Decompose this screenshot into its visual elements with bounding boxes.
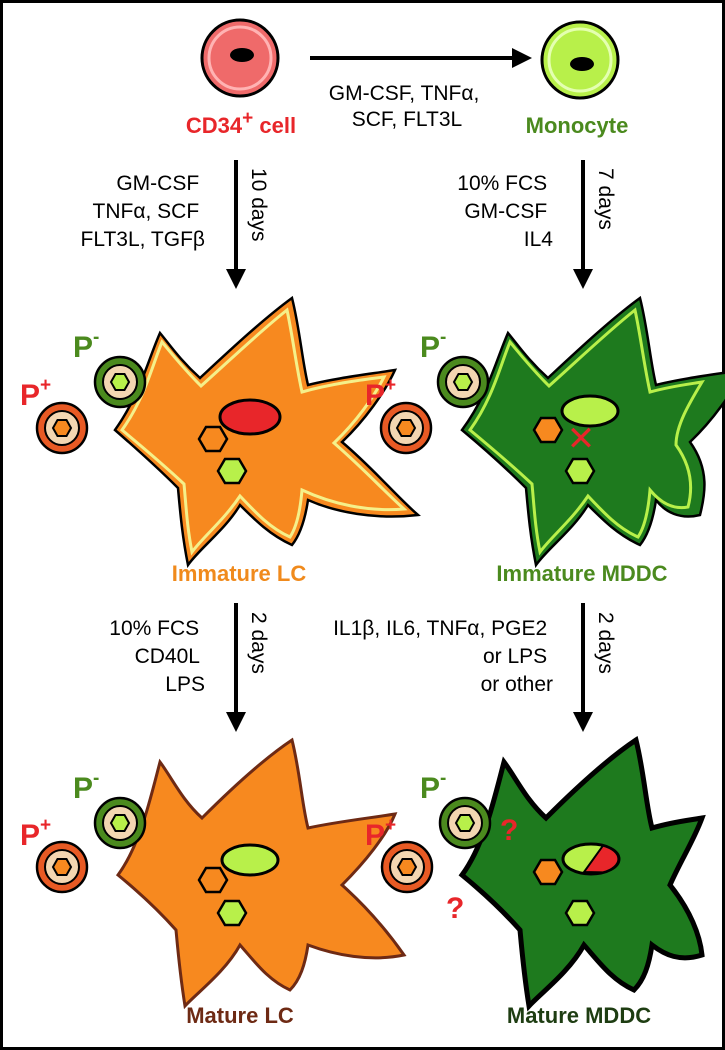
- p-minus-label-3: P-: [73, 768, 99, 805]
- lc-maturation-factors: 10% FCS CD40L LPS: [109, 617, 205, 696]
- immature-mddc-cell: [460, 295, 725, 569]
- cd34-to-monocyte-factors: GM-CSF, TNFα, SCF, FLT3L: [329, 82, 485, 131]
- immature-lc-label: Immature LC: [172, 561, 307, 586]
- cd34-to-lc-duration: 10 days: [247, 168, 270, 242]
- p-minus-particle-1: [93, 355, 147, 409]
- mddc-maturation-duration: 2 days: [594, 612, 617, 674]
- monocyte-cell-icon: [540, 20, 620, 100]
- cd34-cell-label: CD34+ cell: [186, 108, 296, 138]
- p-plus-particle-4: [380, 840, 434, 894]
- question-mark-upper: ?: [500, 814, 518, 847]
- p-minus-particle-3: [93, 796, 147, 850]
- p-plus-particle-3: [35, 840, 89, 894]
- monocyte-label: Monocyte: [526, 113, 629, 138]
- question-mark-lower: ?: [446, 892, 464, 925]
- mature-lc-cell: [115, 737, 407, 1010]
- monocyte-to-mddc-duration: 7 days: [594, 168, 617, 230]
- p-minus-label-2: P-: [420, 327, 446, 364]
- mature-mddc-cell: [458, 735, 706, 1012]
- cd34-cell-icon: [200, 18, 280, 98]
- p-plus-label-4: P+: [365, 815, 396, 852]
- p-plus-particle-2: [379, 401, 433, 455]
- p-plus-label-1: P+: [20, 375, 51, 412]
- p-plus-label-3: P+: [20, 815, 51, 852]
- p-plus-particle-1: [35, 401, 89, 455]
- p-minus-label-1: P-: [73, 327, 99, 364]
- blocked-cross-mark: ✕: [567, 419, 596, 459]
- lc-maturation-duration: 2 days: [247, 612, 270, 674]
- monocyte-to-mddc-factors: 10% FCS GM-CSF IL4: [457, 172, 553, 251]
- p-minus-particle-2: [436, 355, 490, 409]
- immature-lc-cell: [113, 295, 421, 569]
- mature-mddc-label: Mature MDDC: [507, 1003, 651, 1028]
- mddc-maturation-factors: IL1β, IL6, TNFα, PGE2 or LPS or other: [333, 617, 553, 696]
- p-minus-label-4: P-: [420, 768, 446, 805]
- cd34-to-lc-factors: GM-CSF TNFα, SCF FLT3L, TGFβ: [81, 172, 206, 251]
- p-plus-label-2: P+: [365, 375, 396, 412]
- p-minus-particle-4: [438, 796, 492, 850]
- immature-mddc-label: Immature MDDC: [496, 561, 667, 586]
- mature-lc-label: Mature LC: [186, 1003, 294, 1028]
